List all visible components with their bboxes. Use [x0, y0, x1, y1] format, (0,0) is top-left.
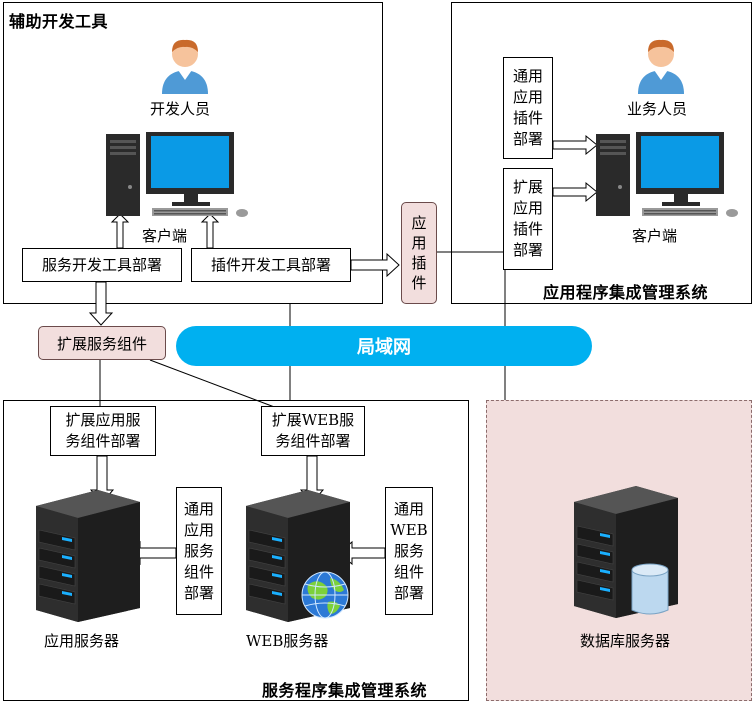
app-server-icon [36, 490, 140, 622]
developer-label: 开发人员 [150, 100, 211, 118]
common-app-service-line: 组件 [183, 562, 214, 581]
app-plugin-char: 应 [411, 214, 427, 232]
common-app-plugin-line: 通用 [512, 67, 543, 85]
ext-web-service-line: 务组件部署 [275, 432, 351, 450]
common-web-service-line: 服务 [393, 541, 424, 560]
common-web-service-box: 通用 WEB 服务 组件 部署 [385, 487, 433, 615]
app-plugin-char: 插 [411, 254, 427, 272]
ext-web-service-box: 扩展WEB服 务组件部署 [261, 406, 365, 456]
ext-app-plugin-line: 部署 [512, 241, 543, 259]
web-server-label: WEB服务器 [246, 632, 329, 650]
app-system-region [451, 2, 752, 304]
dev-tools-title: 辅助开发工具 [9, 12, 109, 31]
business-person-icon [638, 39, 684, 94]
app-server-label: 应用服务器 [44, 632, 120, 650]
business-desktop-computer-icon [596, 132, 738, 217]
common-web-service-line: 部署 [393, 583, 424, 602]
common-web-service-line: WEB [390, 520, 428, 539]
common-app-service-line: 通用 [183, 499, 214, 518]
ext-app-service-box: 扩展应用服 务组件部署 [50, 406, 156, 456]
developer-person-icon [162, 39, 208, 94]
dev-tools-region [3, 2, 383, 304]
ext-app-plugin-line: 扩展 [512, 178, 543, 196]
common-app-service-line: 应用 [183, 520, 214, 539]
app-system-title: 应用程序集成管理系统 [543, 283, 709, 302]
globe-icon [301, 571, 349, 619]
common-web-service-line: 通用 [393, 499, 424, 518]
service-system-title: 服务程序集成管理系统 [262, 681, 428, 700]
common-app-plugin-line: 部署 [512, 130, 543, 148]
ext-web-service-line: 扩展WEB服 [271, 411, 355, 429]
common-app-service-line: 服务 [183, 541, 214, 560]
db-region [486, 400, 752, 701]
ext-app-plugin-line: 插件 [512, 220, 543, 238]
common-app-plugin-line: 应用 [512, 88, 543, 106]
service-system-region [3, 400, 469, 701]
app-plugin-char: 件 [411, 274, 427, 292]
plugin-dev-tool-box: 插件开发工具部署 [191, 248, 351, 282]
db-server-label: 数据库服务器 [580, 632, 671, 650]
lan-bus: 局域网 [176, 326, 592, 366]
developer-client-label: 客户端 [142, 227, 188, 245]
service-dev-tool-box: 服务开发工具部署 [22, 248, 182, 282]
business-person-label: 业务人员 [627, 100, 688, 118]
ext-app-plugin-box: 扩展 应用 插件 部署 [503, 168, 553, 270]
app-plugin-char: 用 [411, 234, 427, 252]
developer-desktop-computer-icon [106, 132, 248, 217]
app-plugin-box: 应 用 插 件 [401, 202, 437, 304]
database-icon [631, 563, 669, 615]
common-app-service-box: 通用 应用 服务 组件 部署 [176, 487, 222, 615]
ext-app-service-line: 扩展应用服 [65, 411, 141, 429]
ext-app-service-line: 务组件部署 [65, 432, 141, 450]
common-app-service-line: 部署 [183, 583, 214, 602]
common-app-plugin-line: 插件 [512, 109, 543, 127]
ext-service-box: 扩展服务组件 [38, 326, 166, 360]
common-web-service-line: 组件 [393, 562, 424, 581]
business-client-label: 客户端 [632, 227, 678, 245]
ext-app-plugin-line: 应用 [512, 199, 543, 217]
common-app-plugin-box: 通用 应用 插件 部署 [503, 57, 553, 159]
